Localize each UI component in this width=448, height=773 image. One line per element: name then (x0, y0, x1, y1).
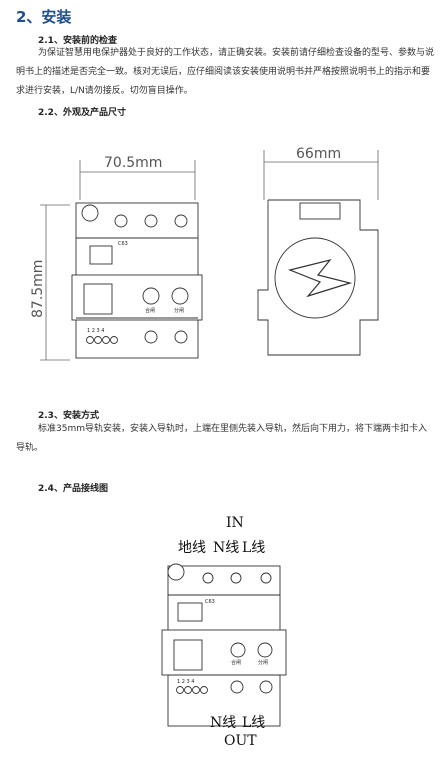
width-dimension: 70.5mm (104, 155, 162, 171)
terminals-wiring: 1 2 3 4 (177, 679, 195, 685)
l-wire-top-label: L线 (242, 540, 265, 556)
btn-on-front: 合闸 (145, 307, 155, 314)
l-wire-bottom-label: L线 (242, 715, 265, 731)
n-wire-bottom-label: N线 (210, 715, 236, 731)
paragraph-2-3: 标准35mm导轨安装，安装入导轨时，上端在里侧先装入导轨，然后向下用力，将下端两… (16, 424, 427, 453)
section-title: 2、安装 (16, 8, 72, 26)
terminals-front: 1 2 3 4 (87, 328, 105, 334)
height-dimension: 87.5mm (30, 260, 46, 318)
in-label: IN (226, 515, 244, 531)
btn-on-wiring: 合闸 (231, 659, 241, 666)
btn-off-wiring: 分闸 (258, 659, 268, 666)
device-model-front: C63 (118, 241, 128, 247)
paragraph-2-1: 为保证智慧用电保护器处于良好的工作状态，请正确安装。安装前请仔细检查设备的型号、… (16, 48, 435, 96)
heading-2-1: 2.1、安装前的检查 (38, 36, 117, 46)
heading-2-2: 2.2、外观及产品尺寸 (38, 108, 126, 118)
btn-off-front: 分闸 (174, 307, 184, 314)
device-model-wiring: C63 (205, 599, 215, 605)
lightning-icon (288, 258, 353, 298)
front-view-device (71, 202, 203, 359)
n-wire-top-label: N线 (213, 540, 239, 556)
earth-label: 地线 (178, 540, 206, 556)
heading-2-3: 2.3、安装方式 (38, 411, 99, 421)
out-label: OUT (224, 733, 257, 749)
wiring-device (161, 563, 287, 727)
heading-2-4: 2.4、产品接线图 (38, 484, 108, 494)
depth-dimension: 66mm (296, 146, 341, 162)
